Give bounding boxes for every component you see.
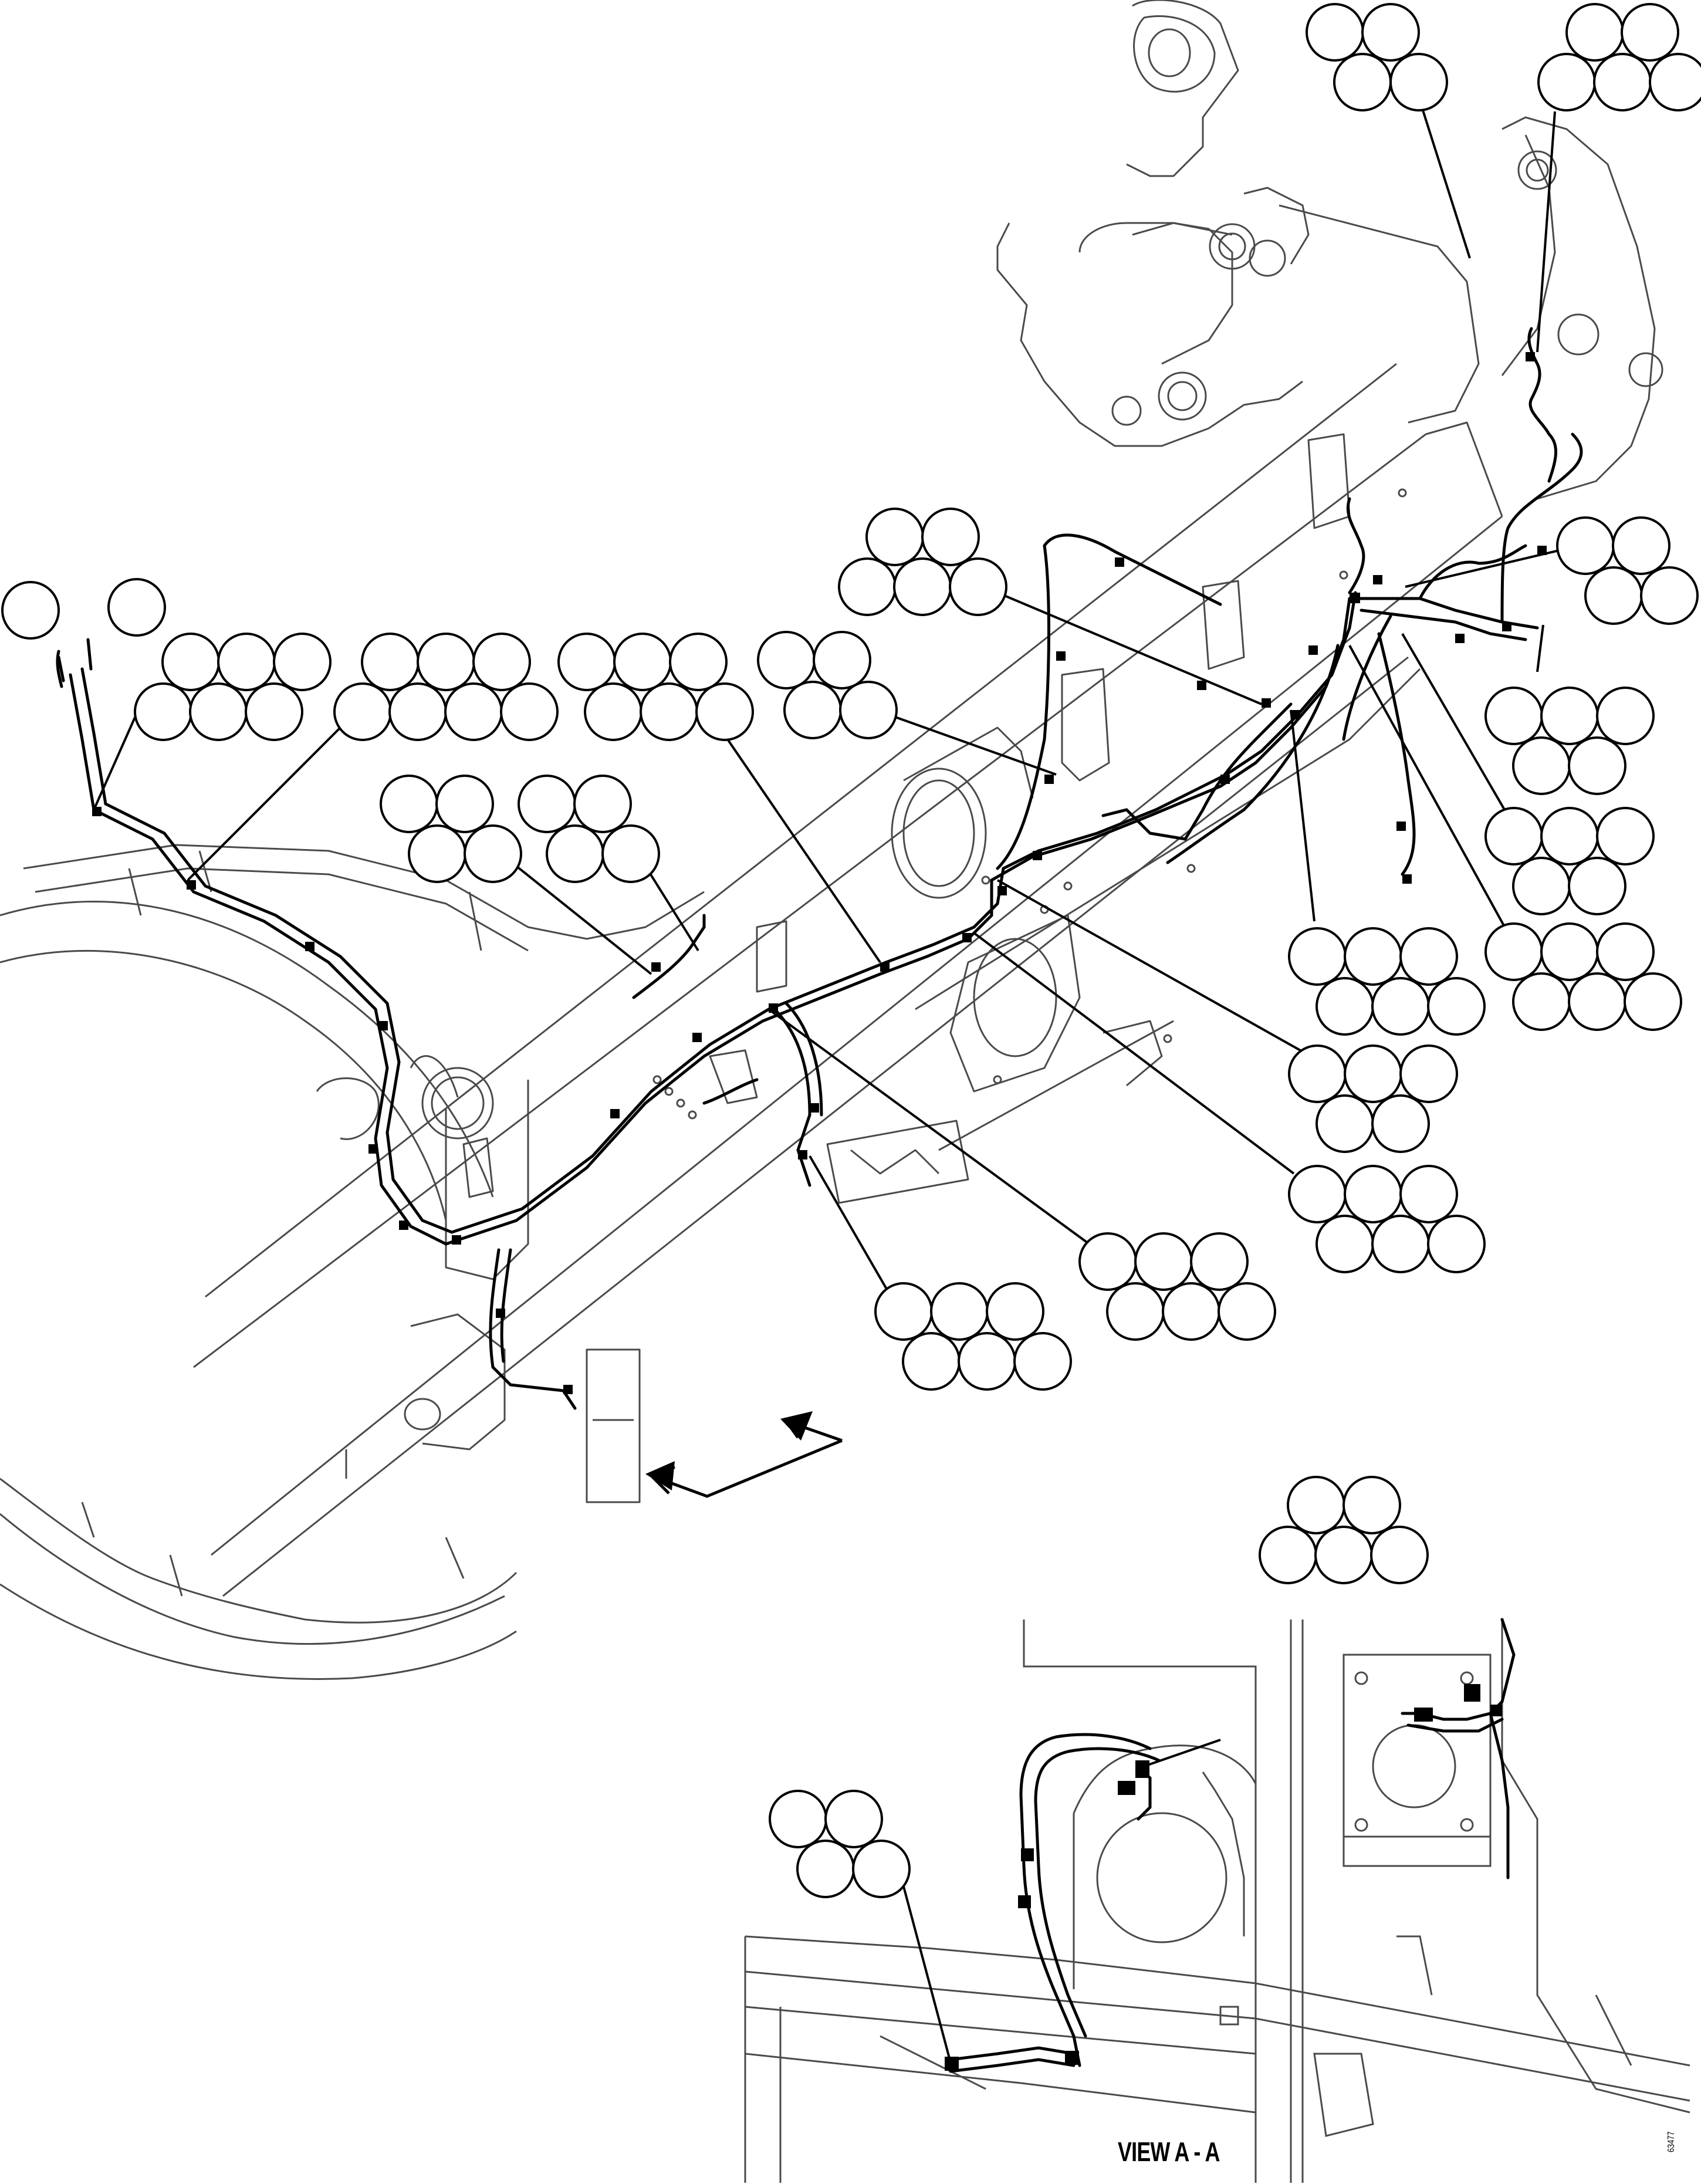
view-a-a-harness [949, 1618, 1516, 2073]
callout-group-g06 [333, 633, 559, 741]
drawing-number: 63477 [1666, 2131, 1676, 2152]
callout-group-g13 [1484, 687, 1655, 795]
harness-clips [92, 352, 1547, 1394]
callout-group-g11 [518, 775, 660, 883]
callout-group-g08 [757, 631, 898, 739]
callout-group-g21 [1259, 1476, 1429, 1584]
callout-group-g02 [1537, 3, 1701, 111]
view-a-a-label: VIEW A - A [1118, 2136, 1220, 2167]
callout-group-g17 [1288, 1044, 1458, 1153]
section-arrows [650, 1412, 843, 1498]
leader-lines [93, 110, 1567, 2063]
callout-group-g22 [769, 1790, 911, 1898]
callout-group-g04 [107, 578, 166, 637]
callout-group-g07 [557, 633, 754, 741]
callout-group-g18 [1288, 1165, 1486, 1273]
callout-balloons [1, 3, 1701, 1898]
callout-group-g03 [1, 581, 60, 640]
callout-group-g19 [1078, 1232, 1276, 1341]
view-a-a-detail [744, 1620, 1690, 2183]
callout-group-g10 [380, 775, 522, 883]
callout-group-g16 [1288, 927, 1486, 1036]
callout-group-g01 [1306, 3, 1448, 111]
section-arrow-head-1 [645, 1461, 675, 1490]
callout-group-g12 [1556, 516, 1699, 625]
callout-group-g09 [838, 508, 1007, 616]
section-arrow-head-2 [780, 1411, 813, 1441]
callout-group-g15 [1484, 922, 1682, 1031]
callout-group-g20 [874, 1282, 1072, 1391]
callout-group-g05 [134, 633, 332, 741]
harness-main [56, 327, 1583, 1410]
callout-group-g14 [1484, 807, 1655, 915]
